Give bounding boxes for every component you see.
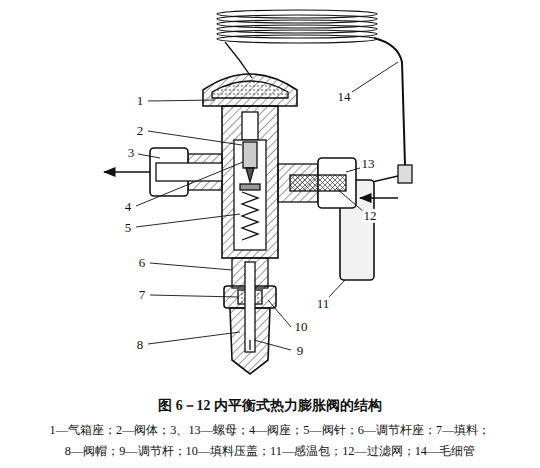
callout-number: 5: [124, 221, 133, 235]
filter-screen: [290, 175, 346, 191]
callout-number: 4: [124, 200, 133, 214]
callout-number: 11: [316, 297, 331, 311]
callout-number: 13: [361, 157, 376, 171]
diaphragm-housing: [203, 74, 297, 106]
capillary-tube: [374, 38, 405, 165]
capillary-coil: [217, 10, 377, 43]
bulb-clip: [398, 165, 412, 183]
flow-arrow: [360, 197, 398, 199]
callout-number: 6: [138, 256, 147, 270]
callout-number: 8: [136, 338, 145, 352]
spring-plate: [240, 184, 260, 190]
capillary-tube: [372, 176, 398, 182]
valve-chamber: [234, 140, 266, 250]
parts-list: 1—气箱座；2—阀体；3、13—螺母；4—阀座；5—阀针；6—调节杆座；7—填料…: [0, 424, 540, 437]
valve-body: [222, 106, 278, 258]
callout-number: 14: [337, 90, 352, 104]
valve-seat: [243, 142, 257, 168]
valve-needle: [246, 168, 254, 182]
callout-number: 7: [138, 288, 147, 302]
callout-number: 3: [127, 146, 136, 160]
adjusting-stem: [245, 262, 255, 352]
parts-list: 8—阀帽；9—调节杆；10—填料压盖；11—感温包；12—过滤网；14—毛细管: [0, 445, 540, 458]
outlet-bore: [156, 163, 222, 181]
callout-number: 2: [136, 124, 145, 138]
callout-number: 10: [294, 320, 309, 334]
stem-slot: [249, 340, 250, 350]
callout-number: 9: [296, 344, 305, 358]
callout-number: 1: [136, 94, 145, 108]
diaphragm-chamber: [212, 81, 288, 98]
spring: [242, 192, 258, 240]
leader-lines: [136, 62, 398, 350]
capillary-tube: [225, 42, 252, 78]
callout-number: 12: [363, 209, 378, 223]
flow-arrow: [104, 171, 150, 173]
figure-caption: 图 6－12 内平衡式热力膨胀阀的结构: [0, 398, 540, 413]
push-rod-bore: [242, 112, 258, 140]
